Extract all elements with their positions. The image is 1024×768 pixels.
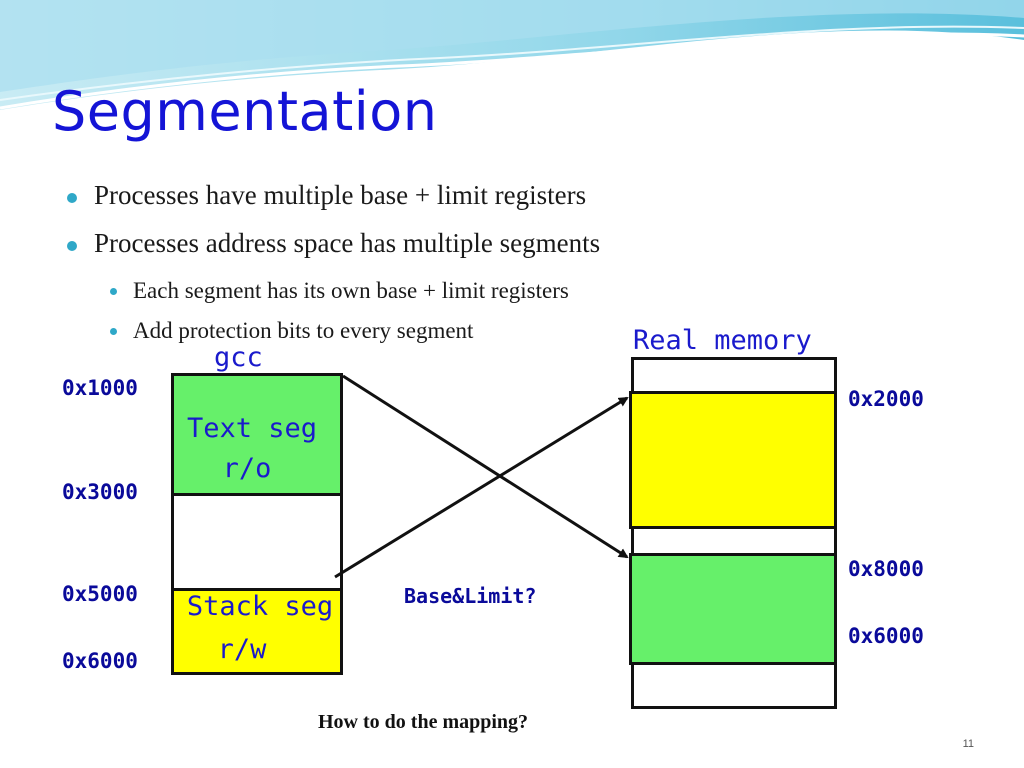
text-segment-permission: r/o	[222, 453, 272, 484]
memory-segment-green	[629, 553, 837, 665]
base-limit-label: Base&Limit?	[404, 584, 537, 608]
sub-bullet-item: Each segment has its own base + limit re…	[133, 278, 569, 303]
memory-address-label: 0x8000	[848, 557, 924, 581]
bullet-dot-icon	[67, 193, 77, 203]
header-wave-decoration	[0, 0, 1024, 110]
address-label: 0x6000	[62, 649, 138, 673]
text-segment-label: Text seg	[186, 413, 318, 444]
stack-segment-permission: r/w	[217, 634, 267, 665]
sub-bullet-item: Add protection bits to every segment	[133, 318, 474, 343]
address-label: 0x1000	[62, 376, 138, 400]
stack-segment	[171, 588, 343, 675]
memory-address-label: 0x2000	[848, 387, 924, 411]
page-title: Segmentation	[52, 80, 438, 143]
address-label: 0x5000	[62, 582, 138, 606]
memory-segment-yellow	[629, 391, 837, 529]
process-label: gcc	[214, 342, 263, 373]
arrow-stack-to-memory	[334, 396, 629, 579]
address-label: 0x3000	[62, 480, 138, 504]
memory-label: Real memory	[633, 325, 812, 356]
bullet-item: Processes have multiple base + limit reg…	[94, 180, 587, 210]
text-segment	[171, 373, 343, 496]
sub-bullet-dot-icon	[110, 288, 117, 295]
page-number: 11	[962, 738, 974, 750]
stack-segment-label: Stack seg	[186, 591, 334, 622]
memory-address-label: 0x6000	[848, 624, 924, 648]
bullet-dot-icon	[67, 241, 77, 251]
sub-bullet-dot-icon	[110, 328, 117, 335]
mapping-question: How to do the mapping?	[318, 711, 529, 733]
bullet-item: Processes address space has multiple seg…	[94, 228, 601, 258]
arrow-text-to-memory	[342, 374, 629, 559]
